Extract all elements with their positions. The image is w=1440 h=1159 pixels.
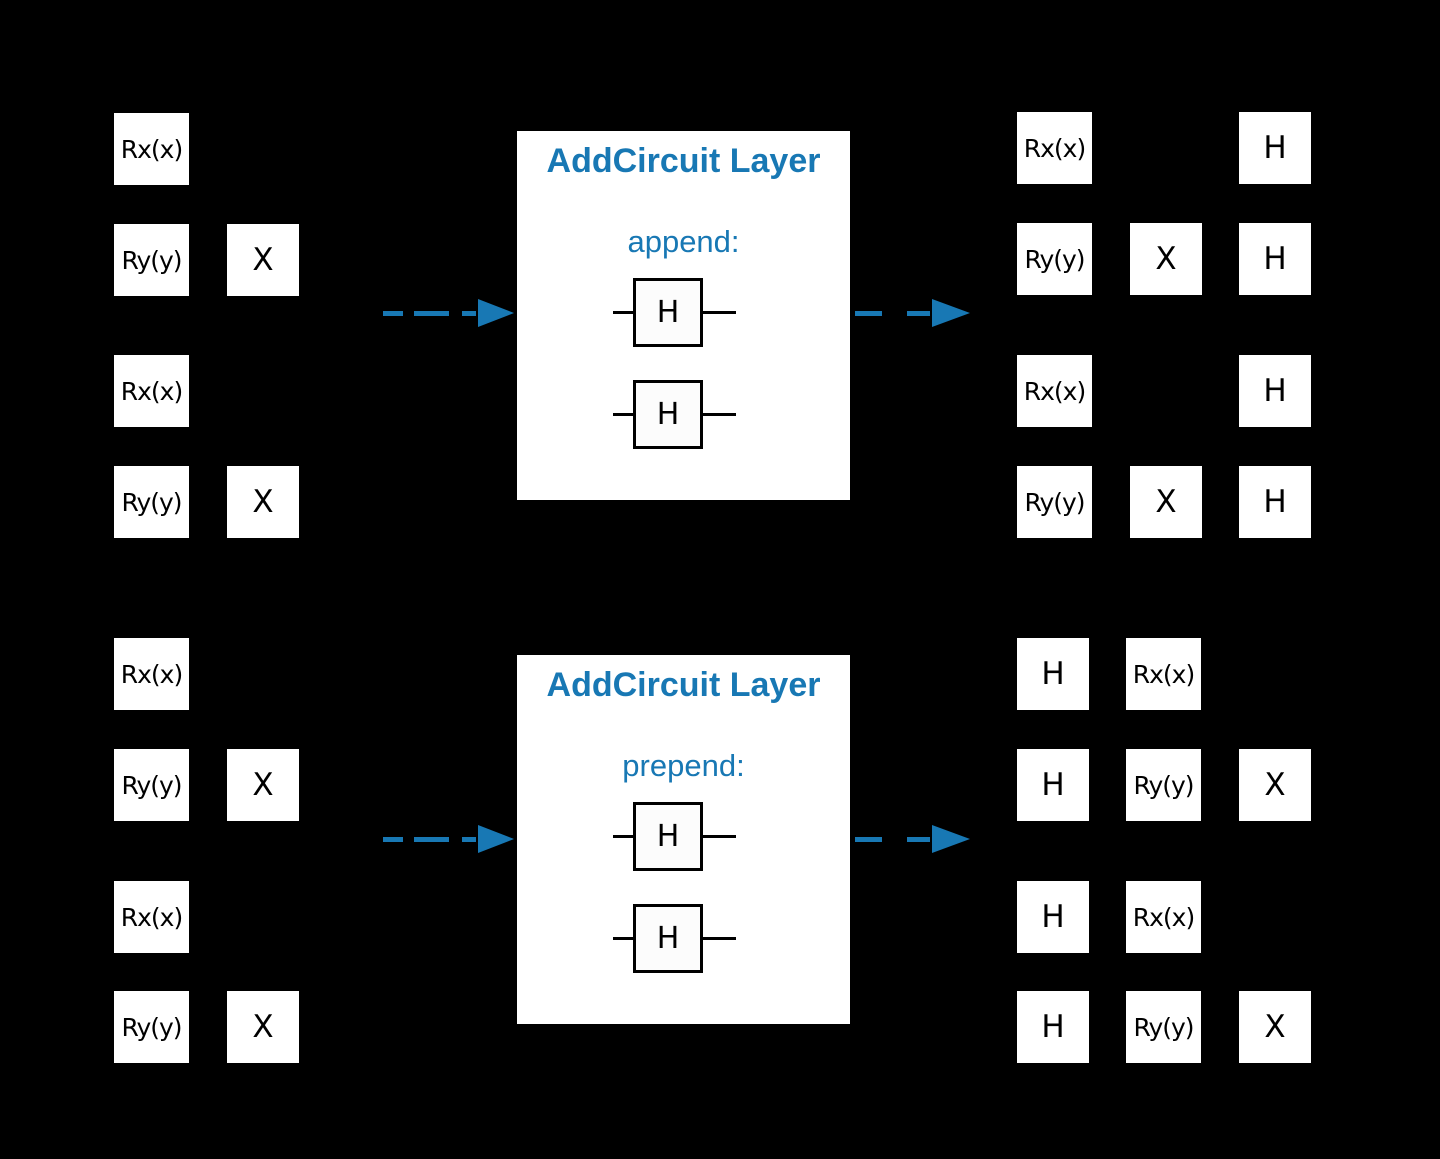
gate-h: H (1239, 466, 1311, 538)
gate-ry: Ry(y) (1126, 991, 1201, 1063)
h-gate-assembly: H (613, 380, 736, 449)
h-gate-box: H (633, 904, 703, 973)
arrow-head (932, 299, 970, 327)
gate-h: H (1239, 223, 1311, 295)
gate-rx: Rx(x) (114, 355, 189, 427)
wire-right (703, 835, 736, 838)
h-gate-box: H (633, 278, 703, 347)
gate-ry: Ry(y) (114, 466, 189, 538)
gate-rx: Rx(x) (114, 113, 189, 185)
h-gate-assembly: H (613, 802, 736, 871)
dashed-arrow-out-top (855, 299, 970, 327)
gate-ry: Ry(y) (1017, 223, 1092, 295)
h-gate-box: H (633, 802, 703, 871)
gate-h: H (1017, 991, 1089, 1063)
gate-ry: Ry(y) (114, 224, 189, 296)
dashed-arrow-in-top (383, 299, 514, 327)
arrow-dash (855, 310, 882, 316)
wire-left (613, 937, 633, 940)
gate-h: H (1017, 881, 1089, 953)
arrow-dash (414, 836, 449, 842)
gate-x: X (227, 466, 299, 538)
panel-mode-label: append: (627, 224, 740, 259)
arrow-dash (462, 836, 476, 842)
wire-left (613, 413, 633, 416)
dashed-arrow-in-bottom (383, 825, 514, 853)
h-gate-assembly: H (613, 278, 736, 347)
gate-rx: Rx(x) (1017, 355, 1092, 427)
wire-left (613, 835, 633, 838)
arrow-dash (907, 310, 930, 316)
arrow-head (932, 825, 970, 853)
gate-ry: Ry(y) (1017, 466, 1092, 538)
gate-h: H (1017, 749, 1089, 821)
h-gate-box: H (633, 380, 703, 449)
panel-title: AddCircuit Layer (546, 142, 821, 180)
gate-rx: Rx(x) (1017, 112, 1092, 184)
gate-x: X (1239, 749, 1311, 821)
arrow-head (478, 825, 514, 853)
arrow-dash (383, 836, 403, 842)
gate-x: X (227, 749, 299, 821)
addcircuit-panel-append: AddCircuit Layer append: H H (517, 131, 850, 500)
arrow-dash (462, 310, 476, 316)
arrow-dash (383, 310, 403, 316)
gate-ry: Ry(y) (1126, 749, 1201, 821)
panel-title: AddCircuit Layer (546, 666, 821, 704)
gate-rx: Rx(x) (114, 881, 189, 953)
gate-ry: Ry(y) (114, 749, 189, 821)
gate-x: X (1130, 466, 1202, 538)
arrow-dash (907, 836, 930, 842)
gate-h: H (1239, 112, 1311, 184)
gate-rx: Rx(x) (1126, 881, 1201, 953)
gate-h: H (1017, 638, 1089, 710)
arrow-head (478, 299, 514, 327)
h-gate-assembly: H (613, 904, 736, 973)
gate-h: H (1239, 355, 1311, 427)
gate-x: X (227, 224, 299, 296)
wire-right (703, 311, 736, 314)
gate-x: X (1130, 223, 1202, 295)
addcircuit-panel-prepend: AddCircuit Layer prepend: H H (517, 655, 850, 1024)
arrow-dash (414, 310, 449, 316)
gate-rx: Rx(x) (1126, 638, 1201, 710)
panel-mode-label: prepend: (622, 748, 745, 783)
wire-right (703, 937, 736, 940)
dashed-arrow-out-bottom (855, 825, 970, 853)
arrow-dash (855, 836, 882, 842)
wire-left (613, 311, 633, 314)
gate-x: X (1239, 991, 1311, 1063)
gate-rx: Rx(x) (114, 638, 189, 710)
wire-right (703, 413, 736, 416)
gate-ry: Ry(y) (114, 991, 189, 1063)
gate-x: X (227, 991, 299, 1063)
